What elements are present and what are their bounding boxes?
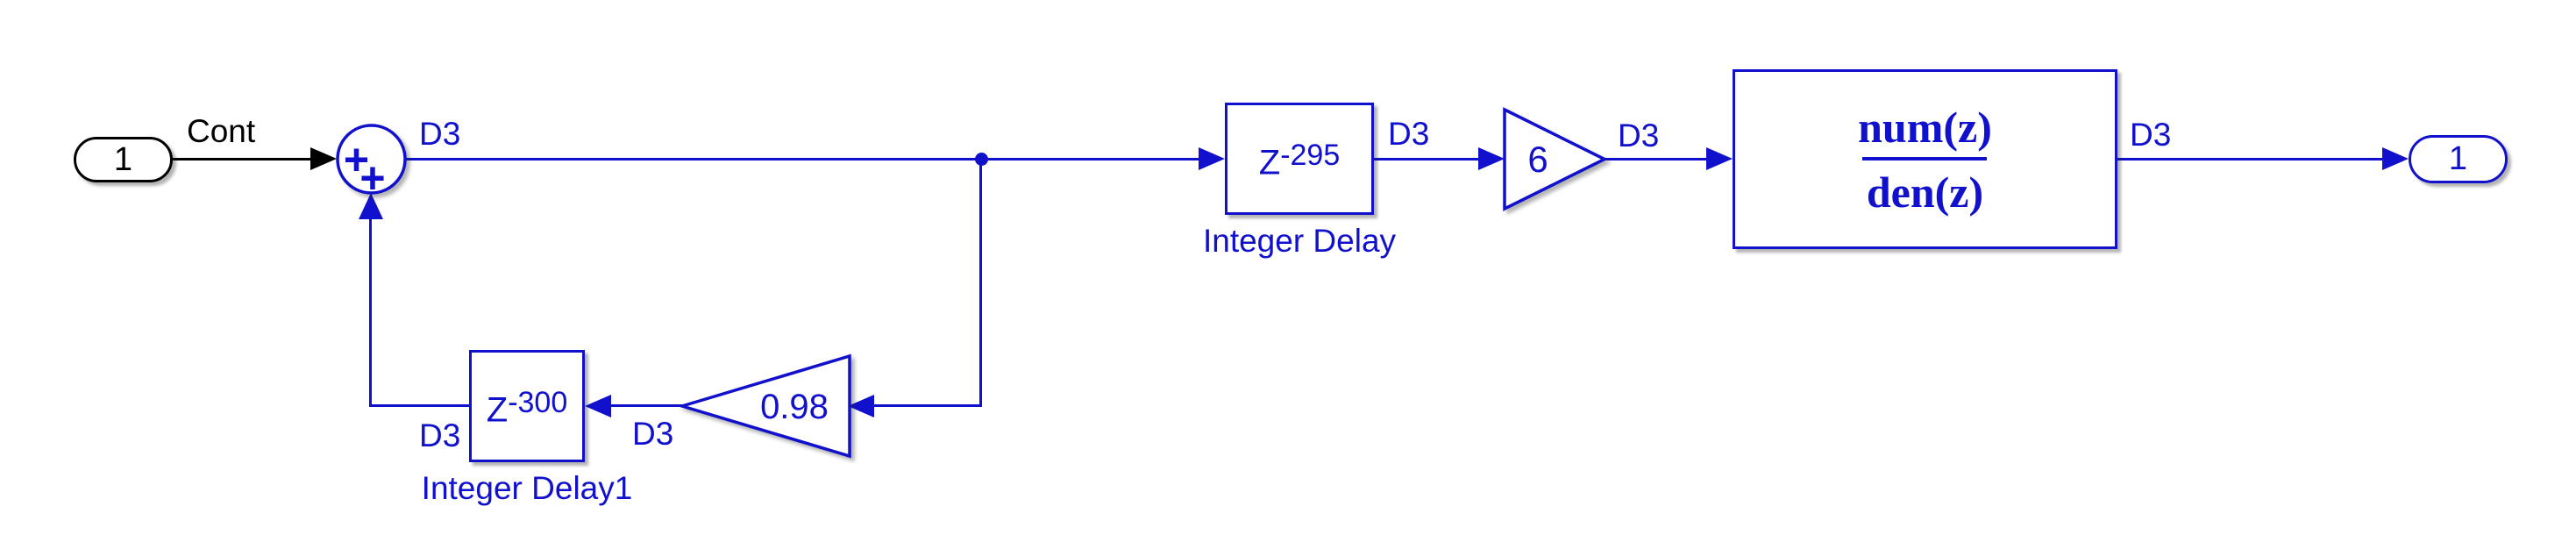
integer-delay-name: Integer Delay bbox=[1202, 223, 1397, 259]
integer-delay-base: Z bbox=[1258, 143, 1281, 182]
filter-numerator: num(z) bbox=[1858, 102, 1992, 152]
discrete-filter-block[interactable]: num(z) den(z) bbox=[1733, 69, 2117, 249]
arrowhead-up-icon bbox=[359, 193, 383, 219]
fraction-bar bbox=[1862, 156, 1988, 160]
rate-label-sum-output: D3 bbox=[419, 116, 461, 152]
sum-plus-top: + bbox=[344, 135, 369, 184]
integer-delay1-expression: Z-300 bbox=[487, 382, 568, 430]
wire-feedback-up-to-sum[interactable] bbox=[369, 219, 372, 407]
feedback-gain-value: 0.98 bbox=[760, 388, 829, 426]
arrowhead-left-icon bbox=[585, 395, 611, 417]
wire-sum-to-integer-delay[interactable] bbox=[403, 158, 1201, 160]
arrowhead-right-icon bbox=[2382, 147, 2409, 170]
sum-plus-bottom: + bbox=[359, 153, 385, 203]
wire-integer-delay-to-gain[interactable] bbox=[1372, 158, 1479, 160]
gain-value: 6 bbox=[1527, 139, 1548, 180]
rate-label-integer-delay-output: D3 bbox=[1388, 116, 1430, 152]
inport-label: 1 bbox=[113, 140, 133, 178]
integer-delay1-exponent: -300 bbox=[508, 385, 568, 419]
filter-denominator: den(z) bbox=[1866, 167, 1984, 217]
filter-fraction: num(z) den(z) bbox=[1858, 102, 1992, 218]
integer-delay1-name: Integer Delay1 bbox=[421, 470, 633, 506]
rate-label-integer-delay1-output: D3 bbox=[419, 417, 461, 453]
sum-block[interactable]: + + bbox=[334, 122, 409, 203]
integer-delay-block[interactable]: Z-295 bbox=[1225, 103, 1374, 215]
arrowhead-right-icon bbox=[310, 147, 337, 170]
wire-branch-to-feedback-gain[interactable] bbox=[874, 404, 982, 407]
feedback-gain-block[interactable]: 0.98 bbox=[676, 353, 851, 459]
arrowhead-right-icon bbox=[1478, 147, 1505, 170]
wire-integer-delay1-out[interactable] bbox=[369, 404, 471, 407]
signal-name-cont: Cont bbox=[187, 113, 256, 149]
wire-gain-to-filter[interactable] bbox=[1603, 158, 1707, 160]
integer-delay-exponent: -295 bbox=[1280, 138, 1341, 172]
arrowhead-left-icon bbox=[848, 395, 874, 417]
wire-feedback-gain-to-integer-delay1[interactable] bbox=[611, 404, 684, 407]
wire-branch-down[interactable] bbox=[979, 159, 982, 407]
gain-block[interactable]: 6 bbox=[1503, 107, 1608, 211]
outport-label: 1 bbox=[2448, 140, 2468, 177]
rate-label-filter-output: D3 bbox=[2130, 117, 2172, 153]
gain-triangle bbox=[1503, 107, 1608, 211]
arrowhead-right-icon bbox=[1706, 147, 1733, 170]
integer-delay1-block[interactable]: Z-300 bbox=[469, 350, 585, 462]
outport-block[interactable]: 1 bbox=[2409, 135, 2508, 183]
integer-delay1-base: Z bbox=[486, 390, 509, 430]
integer-delay-expression: Z-295 bbox=[1259, 135, 1341, 182]
sum-circle bbox=[336, 124, 407, 195]
inport-block[interactable]: 1 bbox=[74, 137, 173, 182]
wire-inport-to-sum[interactable] bbox=[171, 158, 311, 160]
wire-filter-to-outport[interactable] bbox=[2116, 158, 2383, 160]
rate-label-feedback-gain-output: D3 bbox=[632, 416, 674, 452]
arrowhead-right-icon bbox=[1199, 147, 1225, 170]
feedback-gain-triangle bbox=[676, 353, 851, 459]
rate-label-gain-output: D3 bbox=[1618, 118, 1660, 153]
